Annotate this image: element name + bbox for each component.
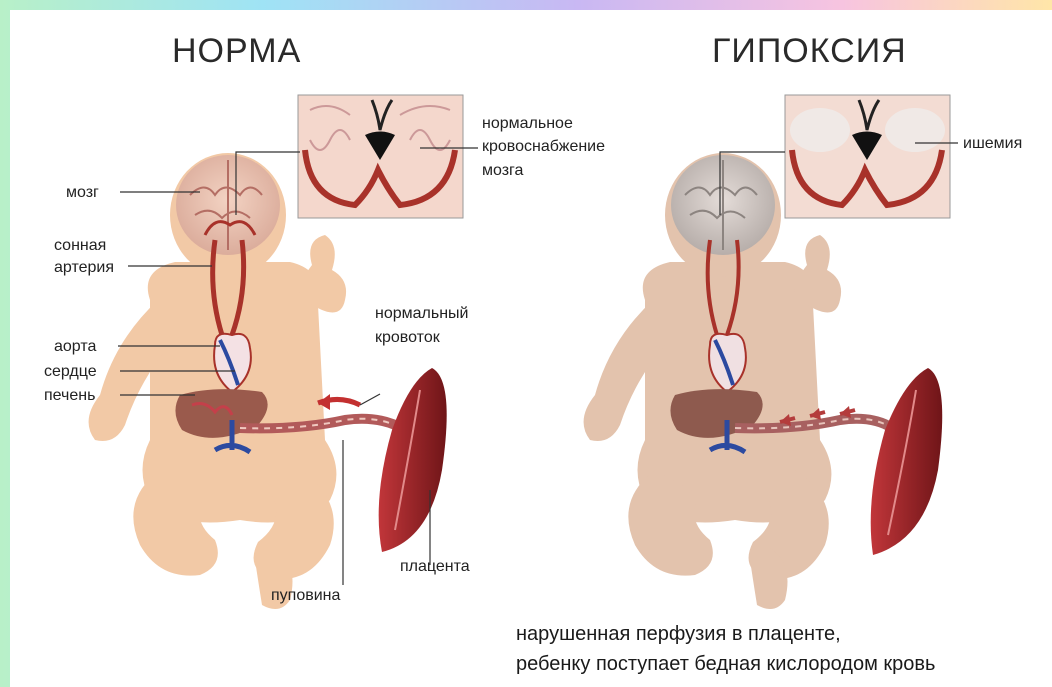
baby-hypoxia [584, 153, 907, 609]
label-supply-2: кровоснабжение [482, 138, 605, 155]
title-normal: НОРМА [172, 32, 301, 70]
label-ischemia: ишемия [963, 135, 1022, 152]
placenta-normal [379, 368, 447, 552]
label-carotid-2: артерия [54, 259, 114, 276]
brain-inset-hypoxia [785, 95, 950, 218]
brain-inset-normal [298, 95, 463, 218]
label-carotid-1: сонная [54, 237, 106, 254]
label-flow-2: кровоток [375, 329, 441, 346]
title-hypoxia: ГИПОКСИЯ [712, 32, 907, 70]
label-brain: мозг [66, 184, 99, 201]
label-heart: сердце [44, 363, 97, 380]
baby-normal [89, 153, 425, 609]
placenta-hypoxia [871, 368, 943, 555]
label-placenta: плацента [400, 558, 470, 575]
label-flow-1: нормальный [375, 305, 468, 322]
label-liver: печень [44, 387, 95, 404]
label-cord: пуповина [271, 587, 341, 604]
label-supply-1: нормальное [482, 115, 573, 132]
label-supply-3: мозга [482, 162, 524, 179]
label-aorta: аорта [54, 338, 96, 355]
caption-line-1: нарушенная перфузия в плаценте, [516, 623, 841, 645]
caption-line-2: ребенку поступает бедная кислородом кров… [516, 653, 935, 675]
